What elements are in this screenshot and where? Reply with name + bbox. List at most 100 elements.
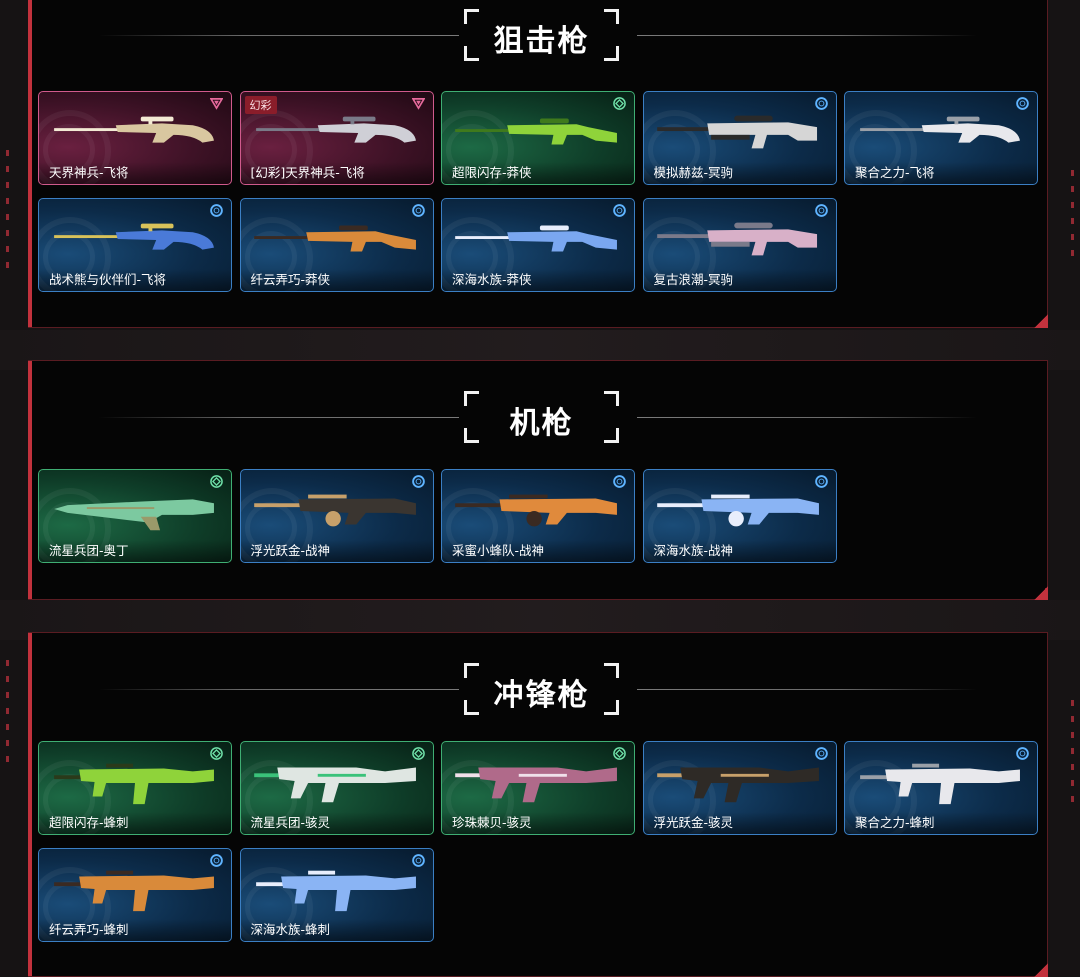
weapon-skin-image bbox=[455, 118, 617, 145]
card-decor-ring bbox=[39, 488, 111, 562]
tier-circle-icon bbox=[613, 204, 626, 217]
card-label-bar bbox=[442, 812, 634, 834]
card-label-bar bbox=[240, 162, 433, 184]
card-decor-ring bbox=[244, 124, 297, 176]
tier-triangle-icon bbox=[411, 98, 425, 110]
card-decor-ring bbox=[647, 124, 700, 176]
skin-card[interactable]: 聚合之力-蜂刺 bbox=[844, 741, 1038, 835]
title-bracket-frame: 狙击枪 bbox=[464, 9, 619, 61]
weapon-skin-image bbox=[656, 767, 819, 803]
card-decor-ring bbox=[240, 760, 313, 834]
card-decor-ring bbox=[240, 488, 313, 562]
card-label-bar bbox=[240, 919, 433, 941]
weapon-skin-image bbox=[455, 767, 617, 803]
card-label-bar bbox=[39, 812, 231, 834]
skin-card[interactable]: 复古浪潮-冥驹 bbox=[642, 198, 837, 292]
skin-card[interactable]: 模拟赫兹-冥驹 bbox=[642, 91, 837, 185]
skin-card[interactable]: 流星兵团-骇灵 bbox=[239, 741, 434, 835]
card-decor-ring bbox=[446, 231, 498, 283]
card-decor-ring bbox=[442, 760, 514, 834]
skin-name: 战术熊与伙伴们-飞将 bbox=[49, 272, 167, 287]
skin-name: 纤云弄巧-蜂刺 bbox=[49, 922, 129, 937]
skin-name: 深海水族-莽侠 bbox=[452, 272, 532, 287]
card-decor-ring bbox=[240, 110, 313, 184]
skin-name: 流星兵团-骇灵 bbox=[250, 815, 331, 830]
skin-name: 浮光跃金-骇灵 bbox=[653, 815, 734, 830]
weapon-skin-image bbox=[255, 116, 416, 143]
skin-card[interactable]: 深海水族-蜂刺 bbox=[239, 848, 434, 942]
tier-circle-icon bbox=[411, 854, 425, 867]
card-decor-ring bbox=[845, 760, 917, 834]
skin-name: 超限闪存-莽侠 bbox=[452, 165, 532, 180]
tier-circle-icon bbox=[1016, 747, 1029, 760]
skin-name: 复古浪潮-冥驹 bbox=[653, 272, 734, 287]
prismatic-tag: 幻彩 bbox=[244, 96, 277, 114]
section-title: 机枪 bbox=[509, 406, 574, 441]
card-decor-ring bbox=[240, 867, 313, 941]
skin-card[interactable]: 纤云弄巧-莽侠 bbox=[239, 198, 434, 292]
section-sniper: 狙击枪 天界神兵-飞将 幻彩 [幻彩]天界神兵-飞将 bbox=[28, 0, 1048, 328]
card-label-bar bbox=[240, 269, 433, 291]
section-header: 机枪 bbox=[29, 381, 1047, 459]
skin-card[interactable]: 珍珠棘贝-骇灵 bbox=[441, 741, 635, 835]
header-divider-right bbox=[637, 689, 977, 690]
weapon-skin-image bbox=[54, 870, 214, 912]
weapon-skin-image bbox=[255, 870, 416, 912]
skin-card[interactable]: 聚合之力-飞将 bbox=[844, 91, 1038, 185]
tier-diamond-icon bbox=[613, 97, 626, 110]
section-title: 狙击枪 bbox=[493, 24, 590, 59]
section-title: 冲锋枪 bbox=[493, 678, 590, 713]
header-divider-left bbox=[99, 417, 459, 418]
title-bracket-frame: 冲锋枪 bbox=[464, 663, 619, 715]
right-edge-dots bbox=[1071, 170, 1074, 266]
card-label-bar bbox=[643, 162, 836, 184]
card-decor-ring bbox=[442, 110, 514, 184]
skin-name: 模拟赫兹-冥驹 bbox=[653, 165, 734, 180]
card-decor-ring bbox=[643, 217, 716, 291]
weapon-skin-image bbox=[656, 222, 817, 256]
weapon-skin-image bbox=[253, 494, 416, 527]
skin-card[interactable]: 战术熊与伙伴们-飞将 bbox=[38, 198, 232, 292]
card-label-bar bbox=[240, 812, 433, 834]
card-label-bar bbox=[845, 812, 1037, 834]
skin-card[interactable]: 天界神兵-飞将 bbox=[38, 91, 232, 185]
tier-circle-icon bbox=[210, 854, 223, 867]
tier-circle-icon bbox=[814, 475, 828, 488]
section-header: 冲锋枪 bbox=[29, 653, 1047, 731]
skin-card[interactable]: 幻彩 [幻彩]天界神兵-飞将 bbox=[239, 91, 434, 185]
tier-circle-icon bbox=[814, 97, 828, 110]
card-label-bar bbox=[845, 162, 1037, 184]
card-decor-ring bbox=[39, 217, 111, 291]
skin-card[interactable]: 浮光跃金-战神 bbox=[239, 469, 434, 563]
header-divider-left bbox=[99, 689, 459, 690]
skin-name: 天界神兵-飞将 bbox=[49, 165, 129, 180]
skin-card[interactable]: 纤云弄巧-蜂刺 bbox=[38, 848, 232, 942]
weapon-skin-image bbox=[54, 763, 214, 805]
section-smg: 冲锋枪 超限闪存-蜂刺 流星兵团-骇灵 bbox=[28, 632, 1048, 977]
card-label-bar bbox=[643, 540, 836, 562]
skin-card[interactable]: 流星兵团-奥丁 bbox=[38, 469, 232, 563]
skin-card[interactable]: 深海水族-战神 bbox=[642, 469, 837, 563]
skin-card[interactable]: 超限闪存-蜂刺 bbox=[38, 741, 232, 835]
weapon-skin-image bbox=[656, 494, 819, 527]
skin-card[interactable]: 超限闪存-莽侠 bbox=[441, 91, 635, 185]
left-edge-dots bbox=[6, 660, 9, 772]
left-edge-dots bbox=[6, 150, 9, 278]
skin-card[interactable]: 采蜜小蜂队-战神 bbox=[441, 469, 635, 563]
weapon-skin-image bbox=[54, 499, 214, 531]
weapon-skin-image bbox=[455, 494, 617, 527]
tier-diamond-icon bbox=[613, 747, 626, 760]
tier-circle-icon bbox=[1016, 97, 1029, 110]
tier-circle-icon bbox=[814, 747, 828, 760]
card-decor-ring bbox=[643, 488, 716, 562]
card-label-bar bbox=[442, 540, 634, 562]
tier-circle-icon bbox=[613, 475, 626, 488]
tier-diamond-icon bbox=[210, 747, 223, 760]
skin-name: 采蜜小蜂队-战神 bbox=[452, 543, 545, 558]
skin-card[interactable]: 浮光跃金-骇灵 bbox=[642, 741, 837, 835]
tier-circle-icon bbox=[411, 475, 425, 488]
card-decor-ring bbox=[39, 867, 111, 941]
card-label-bar bbox=[39, 540, 231, 562]
skin-card[interactable]: 深海水族-莽侠 bbox=[441, 198, 635, 292]
card-decor-ring bbox=[43, 231, 95, 283]
